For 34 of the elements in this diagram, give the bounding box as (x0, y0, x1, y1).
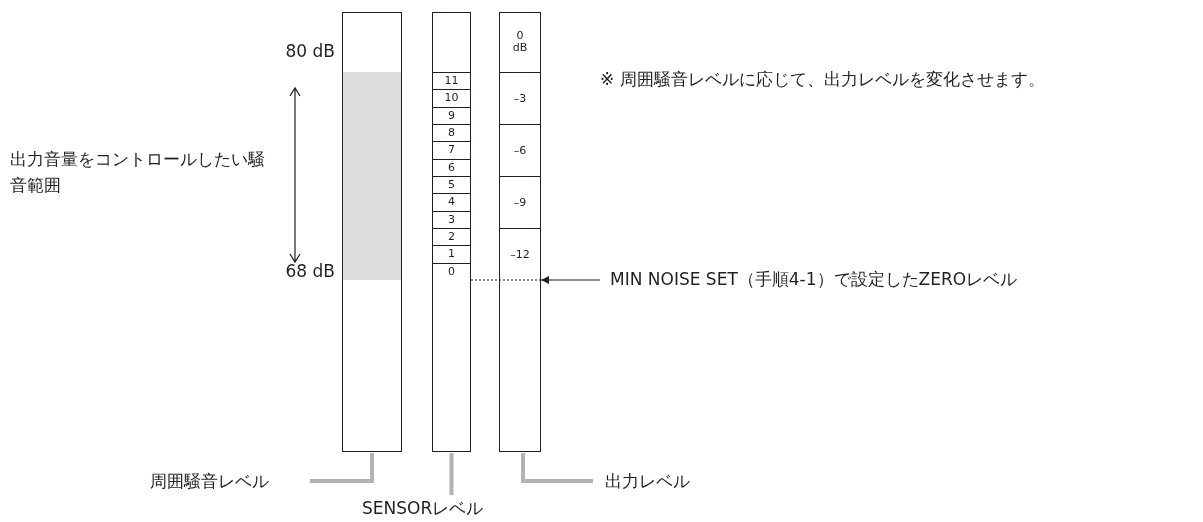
scale-cell: –9 (499, 176, 541, 228)
scale-cell: 6 (432, 158, 471, 176)
level-value: 68 dB (284, 260, 335, 283)
level-label: 出力レベル (605, 470, 715, 494)
level-column (432, 12, 471, 452)
note-text: ※ 周囲騒音レベルに応じて、出力レベルを変化させます。 (600, 68, 1046, 91)
scale-cell: 0 (432, 262, 471, 280)
scale-cell: –6 (499, 124, 541, 176)
scale-cell: 4 (432, 193, 471, 211)
arrow (540, 276, 601, 284)
dotted-line (470, 279, 542, 281)
scale-cell: 7 (432, 141, 471, 159)
level-column (499, 12, 541, 452)
leader-line (521, 453, 593, 483)
scale-cell: 3 (432, 210, 471, 228)
scale-cell: 2 (432, 227, 471, 246)
scale-cell: –3 (499, 72, 541, 124)
level-label: SENSORレベル (362, 497, 542, 521)
scale-cell: 8 (432, 124, 471, 142)
scale-cell: 9 (432, 106, 471, 124)
scale-cell: 5 (432, 175, 471, 194)
leader-line (449, 453, 454, 495)
level-value: 80 dB (284, 40, 335, 63)
level-label: MIN NOISE SET（手順4-1）で設定したZEROレベル (610, 268, 1200, 292)
scale-cell: 11 (432, 72, 471, 90)
scale-cell: 1 (432, 245, 471, 263)
scale-cell: 10 (432, 89, 471, 107)
range-label: 出力音量をコントロールしたい騒音範囲 (10, 148, 266, 197)
level-column (342, 12, 402, 452)
scale-cell: 0 dB (499, 12, 541, 72)
level-label: 周囲騒音レベル (150, 470, 290, 494)
leader-line (310, 453, 374, 483)
scale-cell: –12 (499, 228, 541, 280)
noise-range-band (343, 72, 401, 280)
